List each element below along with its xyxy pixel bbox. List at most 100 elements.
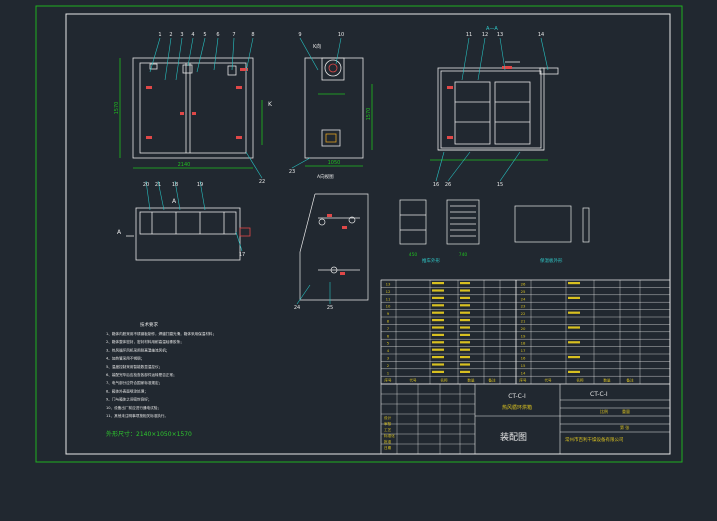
label-weight: 重量	[622, 408, 630, 414]
title-block-label: 设计	[384, 415, 392, 420]
notes-lines: 1、箱体内胆采用不锈钢板制作，焊缝打磨光滑，箱体采用保温材料；2、箱体整体密封，…	[106, 331, 216, 418]
section-red-parts	[447, 66, 512, 139]
table-cell-text-placeholder	[568, 356, 580, 359]
leader-line	[157, 180, 165, 211]
table-cell-text-placeholder	[432, 370, 444, 373]
table-cell-text-placeholder	[432, 356, 444, 359]
leader-line	[499, 151, 521, 182]
table-cell-text-placeholder	[568, 341, 580, 344]
leader-line	[145, 180, 151, 211]
table-cell-text-placeholder	[568, 326, 580, 329]
title-block-label: 工艺	[384, 427, 392, 432]
leader-line	[213, 37, 219, 71]
table-cell-text-placeholder	[460, 333, 470, 336]
leader-line	[335, 37, 342, 65]
table-header-cell: 数量	[467, 378, 475, 383]
small-dim-1: 450	[409, 252, 418, 258]
leader-line	[540, 37, 549, 71]
front-view-red-parts	[146, 68, 248, 139]
dim-side-width: 1050	[328, 160, 341, 166]
table-row-number: 19	[521, 333, 526, 338]
table-header-cell: 备注	[488, 378, 496, 383]
table-cell-text-placeholder	[460, 296, 470, 299]
table-header-cell: 数量	[603, 378, 611, 383]
leader-line	[447, 151, 471, 182]
tray-frame-label: 推车外形	[422, 257, 440, 264]
callout-number: 23	[289, 169, 295, 175]
table-header-cell: 代号	[544, 378, 552, 383]
table-row-number: 10	[386, 304, 391, 309]
drawing-no-right: CT-C-I	[590, 391, 608, 398]
table-cell-text-placeholder	[568, 296, 580, 299]
callout-number: 10	[338, 32, 344, 38]
callout-number: 13	[497, 32, 503, 38]
small-part-views	[399, 199, 590, 245]
table-header-cell: 备注	[626, 378, 634, 383]
table-cell-text-placeholder	[460, 282, 470, 285]
leader-line	[477, 37, 486, 81]
table-cell-text-placeholder	[460, 304, 470, 307]
table-cell-text-placeholder	[460, 363, 470, 366]
table-row-number: 13	[386, 282, 391, 287]
label-scale: 比例	[600, 408, 608, 414]
callout-number: 1	[158, 32, 161, 38]
section-view-a-a	[430, 61, 559, 161]
product-name: 热风循环烘箱	[502, 404, 532, 411]
table-cell-text-placeholder	[432, 363, 444, 366]
leader-line	[435, 151, 445, 182]
note-line: 5、温度控制采用智能数显温控仪；	[106, 364, 162, 369]
callout-number: 19	[197, 182, 203, 188]
leader-line	[461, 37, 470, 81]
leader-line	[199, 180, 206, 211]
callout-number: 12	[482, 32, 488, 38]
dim-front-height: 1570	[114, 102, 120, 115]
leader-line	[291, 157, 311, 169]
leader-line	[175, 37, 183, 81]
table-row-number: 16	[521, 356, 526, 361]
title-block-label: 日期	[384, 445, 392, 450]
table-row-number: 8	[387, 319, 390, 324]
table-cell-text-placeholder	[432, 348, 444, 351]
leader-line	[196, 37, 206, 73]
side-panel-label: 保温板外形	[540, 257, 563, 264]
callout-number: 8	[251, 32, 254, 38]
title-block-label: 审核	[384, 421, 392, 426]
callout-number: 6	[216, 32, 219, 38]
table-row-number: 22	[521, 311, 526, 316]
table-row-number: 21	[521, 319, 526, 324]
note-line: 10、设备出厂前应进行通电试验；	[106, 405, 161, 410]
pipe-schematic	[299, 193, 369, 301]
leader-line	[231, 37, 235, 71]
parts-table	[380, 279, 671, 385]
leader-line	[164, 37, 172, 81]
callout-number: 5	[203, 32, 206, 38]
front-view	[119, 57, 263, 169]
table-cell-text-placeholder	[432, 282, 444, 285]
side-view-k	[304, 57, 373, 167]
table-row-number: 15	[521, 363, 526, 368]
table-cell-text-placeholder	[432, 319, 444, 322]
table-cell-text-placeholder	[432, 296, 444, 299]
table-cell-text-placeholder	[460, 348, 470, 351]
table-row-number: 7	[387, 326, 390, 331]
callout-number: 2	[169, 32, 172, 38]
sheet-inner-frame	[65, 13, 671, 455]
table-cell-text-placeholder	[460, 319, 470, 322]
callout-number: 20	[143, 182, 149, 188]
note-line: 1、箱体内胆采用不锈钢板制作，焊缝打磨光滑，箱体采用保温材料；	[106, 331, 216, 336]
notes-heading: 技术要求	[140, 321, 158, 328]
drawing-no: CT-C-I	[508, 393, 526, 400]
table-cell-text-placeholder	[432, 341, 444, 344]
callout-number: 16	[433, 182, 439, 188]
arrow-k-label: K	[268, 101, 273, 108]
leader-line	[245, 151, 263, 179]
table-cell-text-placeholder	[460, 326, 470, 329]
callout-number: 7	[232, 32, 235, 38]
section-label: A—A	[486, 26, 498, 32]
table-row-number: 23	[521, 304, 526, 309]
table-row-number: 26	[521, 282, 526, 287]
callout-number: 17	[239, 252, 245, 258]
